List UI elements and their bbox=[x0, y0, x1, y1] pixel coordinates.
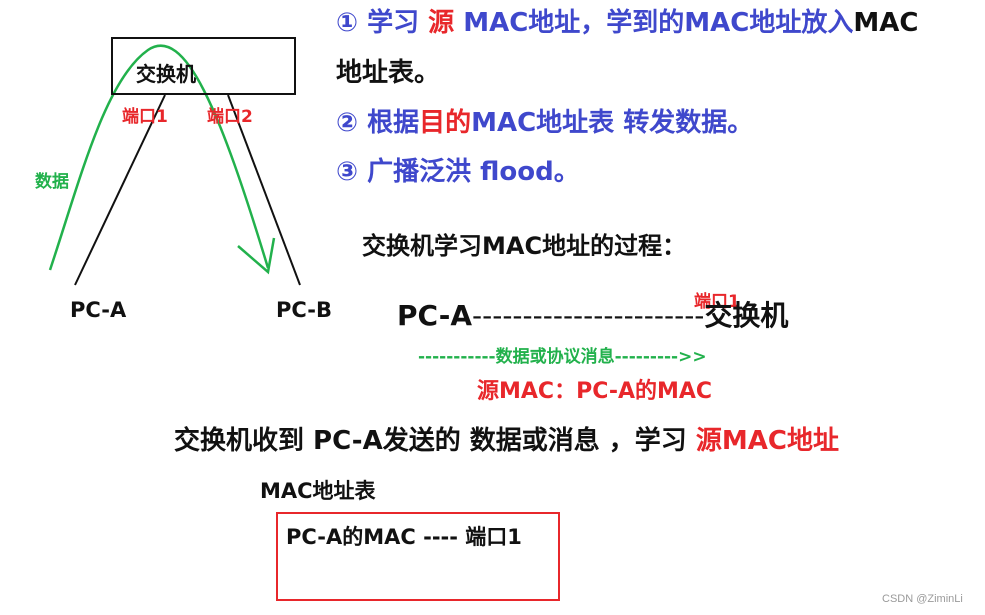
step-3-number: ③ bbox=[336, 157, 359, 187]
port1-label: 端口1 bbox=[122, 107, 168, 127]
mac-table-box bbox=[276, 512, 560, 601]
data-flow-arrow bbox=[48, 44, 270, 271]
step-1-table-word: 地址表。 bbox=[336, 58, 441, 88]
step-2-destination: 目的 bbox=[419, 108, 472, 138]
process-flow-arrow: -----------数据或协议消息--------->> bbox=[418, 347, 707, 367]
process-dashes: ----------------------- bbox=[472, 299, 705, 332]
summary-source-mac: 源MAC地址 bbox=[695, 426, 839, 456]
summary-part-1: 交换机收到 PC-A发送的 数据或消息 ，学习 bbox=[174, 426, 687, 456]
pc-a-label: PC-A bbox=[70, 298, 127, 322]
process-pc-a: PC-A bbox=[397, 299, 473, 332]
data-label: 数据 bbox=[35, 172, 69, 192]
watermark: CSDN @ZiminLi bbox=[882, 593, 963, 605]
process-port-label: 端口1 bbox=[694, 292, 740, 312]
switch-label: 交换机 bbox=[136, 62, 196, 86]
step-2-rest: MAC地址表 转发数据。 bbox=[471, 108, 754, 138]
port2-label: 端口2 bbox=[207, 107, 253, 127]
step-2: ② 根据目的MAC地址表 转发数据。 bbox=[336, 102, 753, 139]
pc-b-label: PC-B bbox=[276, 298, 333, 322]
step-1-learn: 学习 bbox=[367, 8, 420, 38]
link-pc-a bbox=[74, 94, 166, 286]
process-source-mac: 源MAC：PC-A的MAC bbox=[477, 379, 713, 404]
step-1: ① 学习 源 MAC地址，学到的MAC地址放入MAC bbox=[336, 2, 918, 39]
summary-sentence: 交换机收到 PC-A发送的 数据或消息 ，学习 源MAC地址 bbox=[174, 420, 839, 457]
process-pc-to-switch: PC-A-----------------------交换机 bbox=[397, 294, 788, 334]
step-1-line-2: 地址表。 bbox=[336, 52, 440, 89]
switch-box bbox=[111, 37, 296, 95]
process-title: 交换机学习MAC地址的过程： bbox=[362, 232, 687, 260]
step-1-source: 源 bbox=[428, 8, 455, 38]
step-2-by: 根据 bbox=[367, 108, 420, 138]
mac-table-entry: PC-A的MAC ---- 端口1 bbox=[286, 525, 522, 549]
step-1-mac-tail: MAC bbox=[853, 8, 919, 38]
process-switch: 交换机 bbox=[704, 299, 789, 332]
mac-table-title: MAC地址表 bbox=[260, 479, 376, 503]
data-flow-arrowhead bbox=[237, 237, 276, 275]
link-pc-b bbox=[227, 94, 301, 286]
step-1-mac-address: MAC地址，学到的MAC地址放入 bbox=[463, 8, 854, 38]
step-1-number: ① bbox=[336, 8, 359, 38]
step-3: ③ 广播泛洪 flood。 bbox=[336, 151, 580, 188]
step-2-number: ② bbox=[336, 108, 359, 138]
step-3-text: 广播泛洪 flood。 bbox=[367, 157, 580, 187]
